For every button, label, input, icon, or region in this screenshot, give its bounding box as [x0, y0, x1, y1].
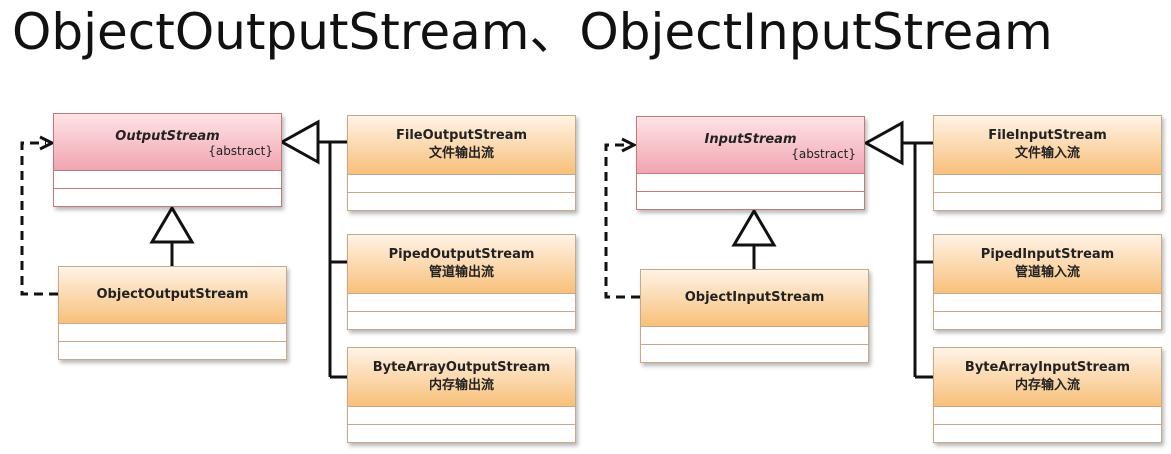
fileinputstream-class: FileInputStream 文件输入流 — [933, 115, 1162, 211]
class-header: ByteArrayInputStream 内存输入流 — [934, 348, 1161, 406]
attributes-compartment — [637, 173, 864, 191]
output-dependency — [20, 135, 58, 296]
operations-compartment — [934, 311, 1161, 329]
objectoutputstream-class: ObjectOutputStream — [58, 266, 287, 360]
class-chinese-name: 管道输入流 — [1014, 265, 1080, 280]
class-name: PipedInputStream — [980, 247, 1115, 262]
class-name: FileInputStream — [988, 128, 1107, 143]
operations-compartment — [641, 344, 868, 362]
attributes-compartment — [59, 323, 286, 341]
attributes-compartment — [641, 326, 868, 344]
bytearrayoutputstream-class: ByteArrayOutputStream 内存输出流 — [347, 347, 576, 443]
class-stereotype: {abstract} — [791, 147, 856, 161]
output-generalization — [278, 119, 347, 379]
class-name: ObjectInputStream — [684, 290, 825, 305]
class-name: ByteArrayOutputStream — [372, 360, 551, 375]
class-name: ByteArrayInputStream — [964, 360, 1131, 375]
attributes-compartment — [934, 174, 1161, 192]
class-chinese-name: 管道输出流 — [428, 265, 494, 280]
class-header: OutputStream {abstract} — [54, 114, 281, 170]
attributes-compartment — [934, 293, 1161, 311]
class-header: ByteArrayOutputStream 内存输出流 — [348, 348, 575, 406]
operations-compartment — [348, 192, 575, 210]
attributes-compartment — [348, 293, 575, 311]
inputstream-class: InputStream {abstract} — [636, 116, 865, 210]
pipedinputstream-class: PipedInputStream 管道输入流 — [933, 234, 1162, 330]
operations-compartment — [59, 341, 286, 359]
objectinputstream-class: ObjectInputStream — [640, 269, 869, 363]
input-generalization — [862, 120, 933, 379]
class-stereotype: {abstract} — [208, 144, 273, 158]
class-header: InputStream {abstract} — [637, 117, 864, 173]
input-object-inheritance — [731, 208, 777, 269]
class-header: FileInputStream 文件输入流 — [934, 116, 1161, 174]
class-name: FileOutputStream — [395, 128, 528, 143]
class-header: ObjectOutputStream — [59, 267, 286, 323]
page-title: ObjectOutputStream、ObjectInputStream — [12, 3, 1053, 61]
class-chinese-name: 内存输出流 — [428, 378, 494, 393]
operations-compartment — [934, 424, 1161, 442]
class-name: PipedOutputStream — [388, 247, 535, 262]
output-object-inheritance — [149, 205, 195, 266]
class-header: PipedOutputStream 管道输出流 — [348, 235, 575, 293]
class-header: PipedInputStream 管道输入流 — [934, 235, 1161, 293]
operations-compartment — [348, 311, 575, 329]
operations-compartment — [637, 191, 864, 209]
attributes-compartment — [934, 406, 1161, 424]
attributes-compartment — [348, 406, 575, 424]
bytearrayinputstream-class: ByteArrayInputStream 内存输入流 — [933, 347, 1162, 443]
class-name: OutputStream — [115, 129, 220, 144]
fileoutputstream-class: FileOutputStream 文件输出流 — [347, 115, 576, 211]
operations-compartment — [348, 424, 575, 442]
class-header: ObjectInputStream — [641, 270, 868, 326]
class-name: InputStream — [704, 132, 797, 147]
outputstream-class: OutputStream {abstract} — [53, 113, 282, 207]
class-chinese-name: 文件输出流 — [428, 146, 494, 161]
class-chinese-name: 内存输入流 — [1014, 378, 1080, 393]
attributes-compartment — [54, 170, 281, 188]
class-chinese-name: 文件输入流 — [1014, 146, 1080, 161]
attributes-compartment — [348, 174, 575, 192]
class-name: ObjectOutputStream — [96, 287, 249, 302]
class-header: FileOutputStream 文件输出流 — [348, 116, 575, 174]
operations-compartment — [934, 192, 1161, 210]
pipedoutputstream-class: PipedOutputStream 管道输出流 — [347, 234, 576, 330]
input-dependency — [604, 137, 640, 299]
operations-compartment — [54, 188, 281, 206]
